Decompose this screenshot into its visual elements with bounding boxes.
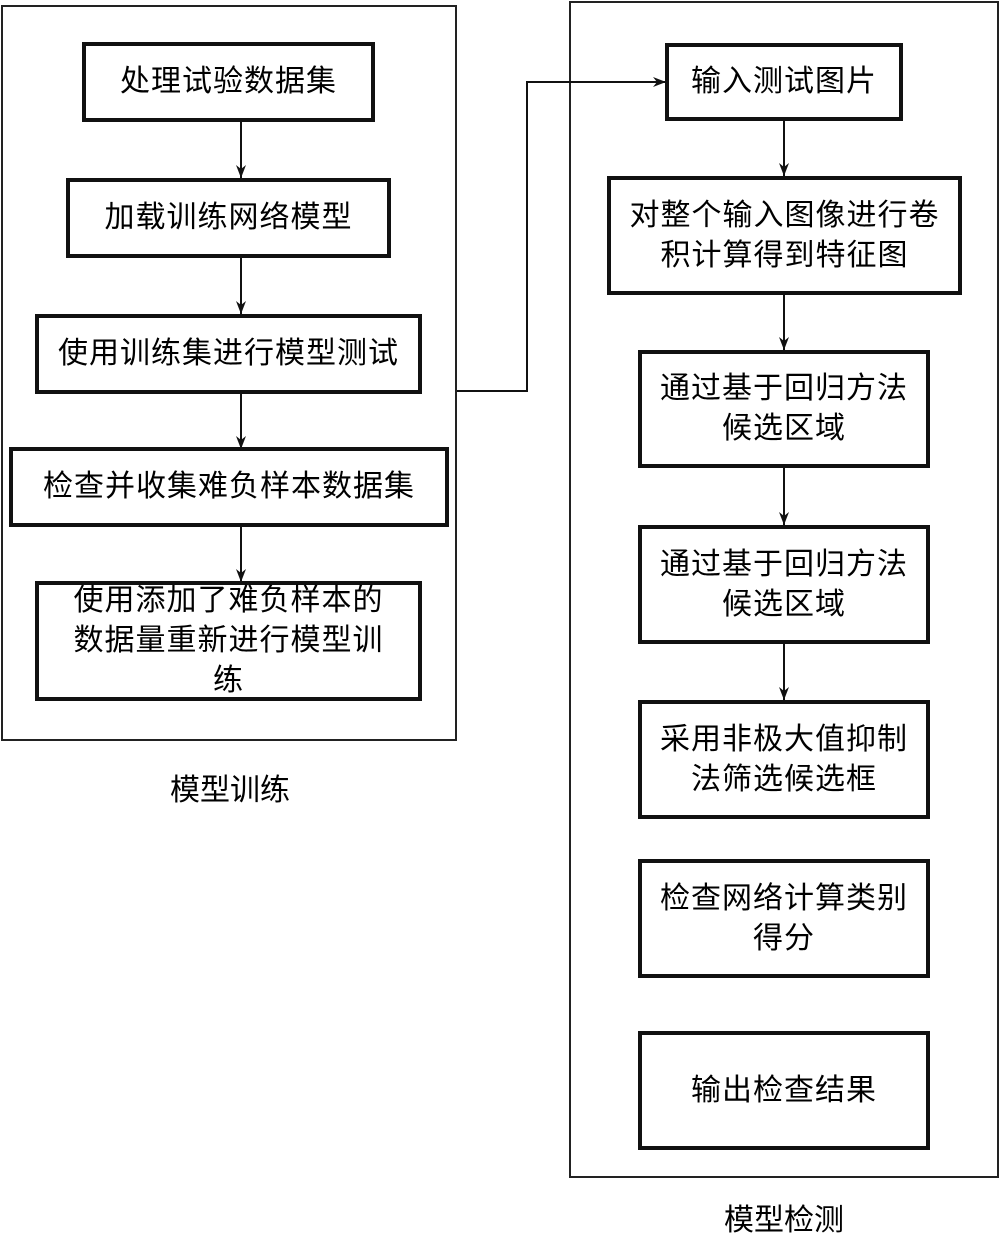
training-step-1: 处理试验数据集	[82, 42, 375, 122]
detection-step-7: 输出检查结果	[638, 1031, 930, 1150]
detection-step-7-label: 输出检查结果	[691, 1072, 877, 1108]
detection-step-6: 检查网络计算类别得分	[638, 859, 930, 978]
training-step-2-label: 加载训练网络模型	[104, 200, 353, 235]
detection-step-1: 输入测试图片	[665, 43, 903, 121]
training-step-5: 使用添加了难负样本的数据量重新进行模型训练	[35, 581, 422, 701]
detection-step-2-label: 对整个输入图像进行卷积计算得到特征图	[629, 197, 940, 273]
training-step-5-label: 使用添加了难负样本的数据量重新进行模型训练	[73, 583, 384, 698]
training-panel	[1, 5, 457, 741]
training-step-2: 加载训练网络模型	[66, 178, 391, 258]
detection-step-6-label: 检查网络计算类别得分	[660, 880, 908, 956]
detection-step-4: 通过基于回归方法候选区域	[638, 525, 930, 644]
detection-caption: 模型检测	[724, 1203, 844, 1238]
detection-step-5: 采用非极大值抑制法筛选候选框	[638, 700, 930, 819]
detection-step-1-label: 输入测试图片	[691, 64, 877, 99]
training-step-4-label: 检查并收集难负样本数据集	[43, 469, 415, 504]
training-step-4: 检查并收集难负样本数据集	[9, 447, 449, 527]
detection-step-3: 通过基于回归方法候选区域	[638, 350, 930, 468]
detection-panel	[569, 1, 999, 1178]
training-caption: 模型训练	[170, 773, 290, 808]
training-step-3-label: 使用训练集进行模型测试	[58, 336, 399, 371]
detection-step-5-label: 采用非极大值抑制法筛选候选框	[660, 721, 908, 797]
training-step-3: 使用训练集进行模型测试	[35, 314, 422, 394]
training-step-1-label: 处理试验数据集	[120, 64, 337, 99]
detection-step-3-label: 通过基于回归方法候选区域	[660, 371, 908, 446]
detection-step-2: 对整个输入图像进行卷积计算得到特征图	[607, 176, 962, 295]
detection-step-4-label: 通过基于回归方法候选区域	[660, 546, 908, 622]
